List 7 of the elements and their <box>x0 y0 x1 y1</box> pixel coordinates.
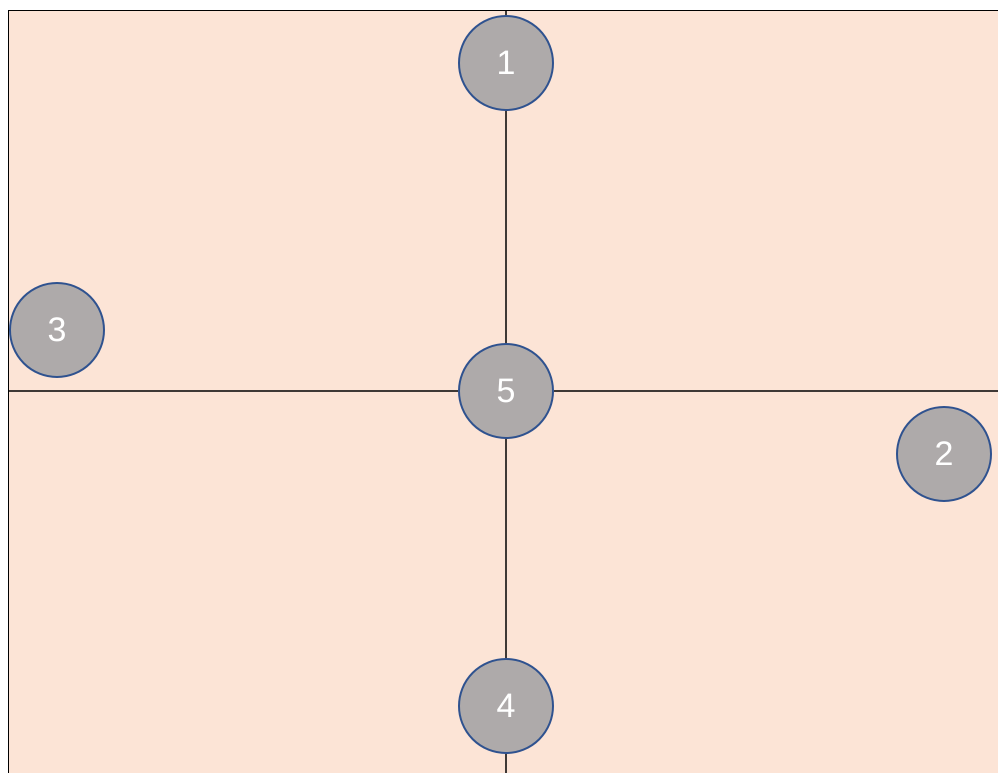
circle-number: 1 <box>496 44 516 82</box>
circle-number: 3 <box>48 310 66 350</box>
circle-number: 4 <box>496 686 516 726</box>
connector-line <box>505 111 507 343</box>
circle-number: 2 <box>934 434 954 474</box>
connector-line <box>505 439 507 658</box>
circle-number: 5 <box>496 372 516 410</box>
